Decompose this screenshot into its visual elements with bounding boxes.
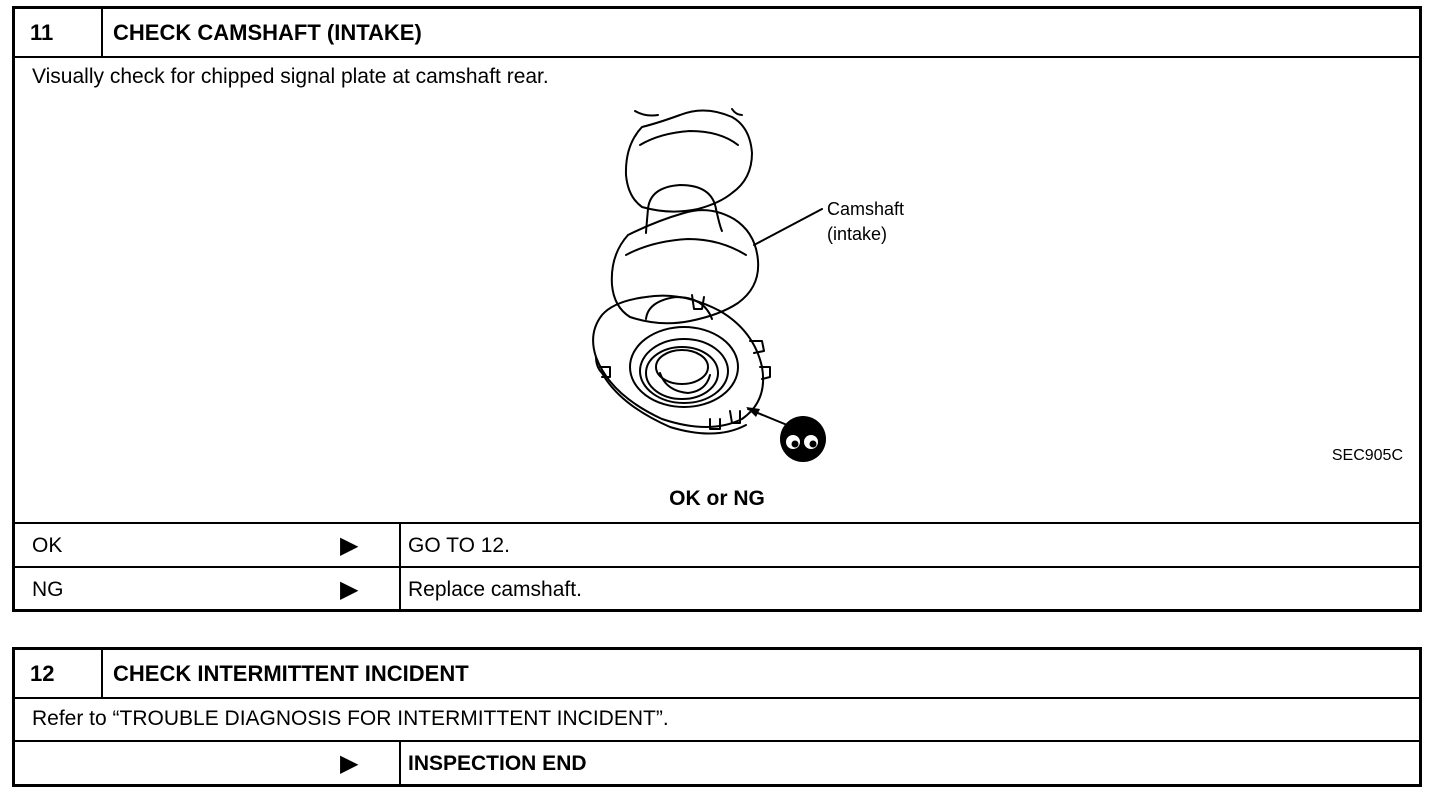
step-title: CHECK INTERMITTENT INCIDENT	[113, 661, 469, 686]
play-arrow-icon: ▶	[340, 576, 359, 603]
step-number: 11	[15, 9, 103, 56]
result-row-ng: NG ▶ Replace camshaft.	[15, 566, 1419, 612]
step-instruction: Refer to “TROUBLE DIAGNOSIS FOR INTERMIT…	[32, 707, 669, 730]
play-arrow-icon: ▶	[340, 532, 359, 559]
step-12-block: 12 CHECK INTERMITTENT INCIDENT Refer to …	[12, 647, 1422, 787]
play-arrow-icon: ▶	[340, 750, 359, 777]
step-12-header: 12 CHECK INTERMITTENT INCIDENT	[15, 650, 1419, 699]
camshaft-label-line2: (intake)	[827, 224, 887, 244]
result-row-ok: OK ▶ GO TO 12.	[15, 522, 1419, 568]
step-11-header: 11 CHECK CAMSHAFT (INTAKE)	[15, 9, 1419, 58]
camshaft-illustration: Camshaft (intake)	[592, 108, 904, 462]
step-title: CHECK CAMSHAFT (INTAKE)	[113, 20, 422, 45]
step-instruction: Visually check for chipped signal plate …	[32, 65, 549, 88]
result-label: NG	[32, 578, 64, 601]
result-prompt: OK or NG	[669, 487, 765, 510]
step-number: 12	[15, 650, 103, 697]
result-row-end: ▶ INSPECTION END	[15, 740, 1419, 786]
figure-id: SEC905C	[1331, 447, 1403, 464]
result-action: GO TO 12.	[399, 524, 510, 568]
step-11-block: 11 CHECK CAMSHAFT (INTAKE) Visually chec…	[12, 6, 1422, 612]
camshaft-label-line1: Camshaft	[827, 199, 904, 219]
result-action: INSPECTION END	[399, 742, 587, 786]
result-action: Replace camshaft.	[399, 568, 582, 612]
inspect-eye-icon	[780, 416, 826, 462]
result-label: OK	[32, 534, 63, 557]
